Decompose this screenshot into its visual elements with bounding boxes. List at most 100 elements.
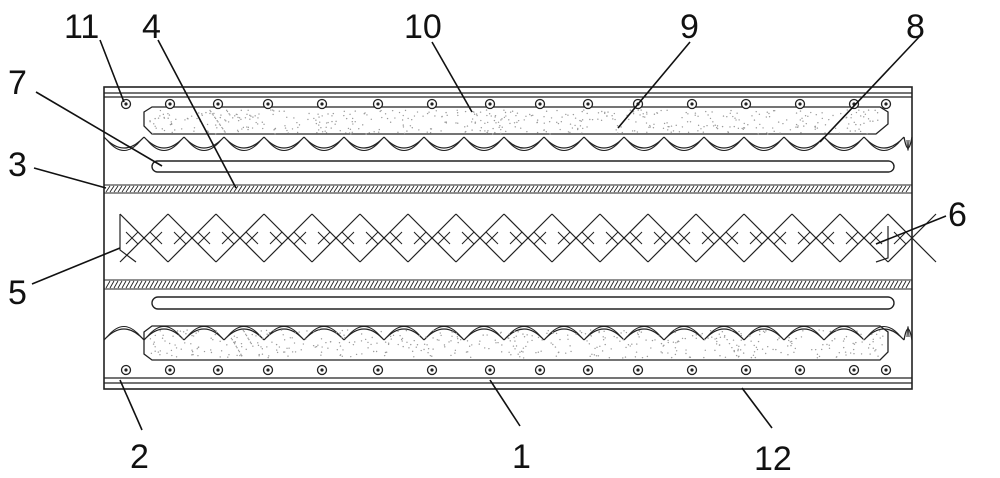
fastener-center (690, 368, 694, 372)
stipple-dot (565, 113, 567, 116)
stipple-dot (321, 115, 323, 117)
stipple-dot (351, 117, 354, 120)
stipple-dot (631, 130, 634, 132)
stipple-dot (282, 334, 284, 336)
stipple-dot (266, 346, 268, 348)
stipple-dot (174, 344, 176, 346)
stipple-dot (258, 334, 261, 336)
stipple-dot (504, 111, 507, 114)
stipple-dot (210, 337, 212, 339)
stipple-dot (604, 337, 606, 339)
stipple-dot (559, 338, 561, 341)
stipple-dot (501, 344, 503, 346)
stipple-dot (787, 354, 789, 356)
stipple-dot (817, 122, 819, 124)
stipple-dot (273, 110, 275, 112)
stipple-dot (341, 336, 343, 339)
stipple-dot (529, 113, 531, 116)
stipple-dot (874, 329, 877, 331)
stipple-dot (175, 356, 178, 358)
leader-12 (741, 387, 773, 429)
stipple-dot (260, 346, 262, 348)
stipple-dot (590, 335, 592, 337)
fastener-center (124, 102, 128, 106)
stipple-dot (224, 131, 226, 133)
leader-7 (35, 91, 163, 167)
stipple-dot (455, 122, 457, 124)
stipple-dot (604, 112, 606, 115)
stipple-dot (795, 337, 797, 340)
stipple-dot (867, 109, 870, 111)
stipple-dot (219, 340, 221, 343)
stipple-dot (177, 334, 180, 337)
stipple-dot (215, 329, 217, 332)
stipple-dot (877, 119, 879, 121)
stipple-dot (343, 334, 345, 336)
stipple-dot (456, 112, 459, 114)
stipple-dot (235, 345, 237, 348)
stipple-dot (674, 347, 677, 349)
stipple-dot (511, 110, 514, 112)
stipple-dot (854, 130, 856, 132)
stipple-dot (816, 353, 819, 356)
leader-9 (617, 41, 691, 129)
stipple-dot (726, 338, 728, 341)
stipple-dot (719, 355, 721, 357)
stipple-dot (438, 339, 440, 341)
stipple-dot (773, 109, 776, 112)
stipple-dot (737, 350, 739, 352)
fastener-center (586, 102, 590, 106)
stipple-dot (714, 338, 716, 340)
stipple-dot (761, 348, 764, 350)
stipple-dot (242, 329, 245, 332)
stipple-dot (492, 133, 494, 135)
stipple-dot (247, 126, 250, 129)
stipple-dot (250, 115, 252, 117)
stipple-dot (241, 354, 243, 357)
stipple-dot (375, 350, 378, 353)
stipple-dot (209, 112, 211, 115)
stipple-dot (882, 335, 884, 337)
stipple-dot (201, 113, 203, 115)
stipple-dot (759, 333, 761, 336)
stipple-dot (666, 122, 668, 124)
stipple-dot (439, 332, 441, 334)
stipple-dot (327, 113, 329, 115)
stipple-dot (637, 333, 639, 336)
stipple-dot (325, 132, 328, 134)
stipple-dot (286, 129, 288, 132)
stipple-dot (225, 120, 227, 122)
leader-1 (489, 379, 521, 427)
stipple-dot (386, 117, 389, 120)
stipple-dot (849, 352, 852, 354)
stipple-dot (575, 332, 577, 335)
stipple-dot (800, 336, 803, 338)
stipple-dot (843, 338, 846, 340)
stipple-dot (473, 113, 476, 115)
stipple-dot (176, 330, 179, 332)
stipple-dot (404, 109, 407, 112)
stipple-dot (648, 126, 650, 129)
stipple-dot (858, 109, 860, 111)
stipple-dot (445, 111, 447, 114)
stipple-dot (634, 356, 637, 358)
stipple-dot (246, 126, 248, 128)
stipple-dot (661, 352, 663, 354)
stipple-dot (505, 115, 507, 117)
stipple-dot (407, 117, 409, 120)
stipple-dot (514, 340, 516, 342)
stipple-dot (743, 122, 745, 125)
stipple-dot (224, 119, 226, 121)
stipple-dot (401, 340, 403, 342)
stipple-dot (844, 351, 847, 353)
stipple-dot (670, 131, 672, 133)
stipple-dot (335, 120, 337, 123)
stipple-dot (801, 117, 803, 119)
stipple-dot (271, 109, 274, 111)
stipple-dot (318, 116, 320, 118)
stipple-dot (401, 119, 404, 121)
stipple-dot (348, 132, 351, 134)
stipple-dot (484, 122, 486, 124)
stipple-dot (479, 130, 481, 132)
stipple-dot (460, 339, 462, 341)
